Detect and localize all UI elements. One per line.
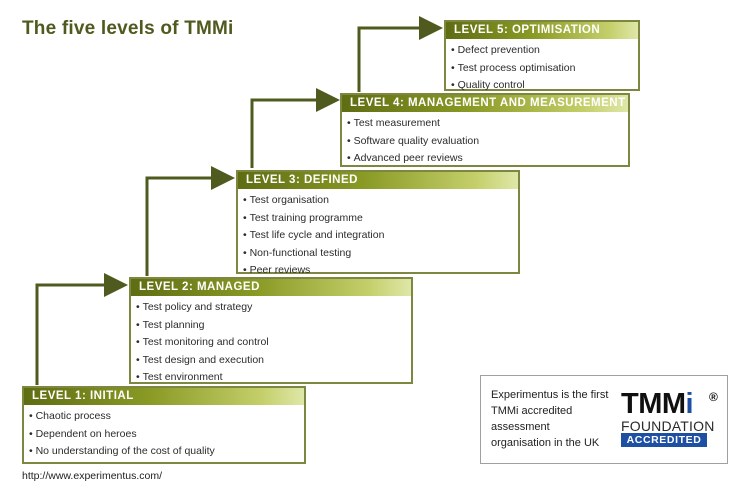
level-2-item: Test monitoring and control <box>136 334 411 352</box>
arrow-level3-to-level4 <box>250 88 340 168</box>
level-3-item: Test organisation <box>243 192 518 210</box>
level-2-header: LEVEL 2: MANAGED <box>131 279 411 296</box>
level-2-item: Test planning <box>136 317 411 335</box>
level-3-item: Test life cycle and integration <box>243 227 518 245</box>
level-4-item: Advanced peer reviews <box>347 150 628 168</box>
level-4-item: Test measurement <box>347 115 628 133</box>
level-5-box: LEVEL 5: OPTIMISATION Defect prevention … <box>444 20 640 91</box>
level-5-header: LEVEL 5: OPTIMISATION <box>446 22 638 39</box>
level-4-item: Software quality evaluation <box>347 133 628 151</box>
level-1-item: No understanding of the cost of quality <box>29 443 304 461</box>
level-3-box: LEVEL 3: DEFINED Test organisation Test … <box>236 170 520 276</box>
logo-accredited-badge: ACCREDITED <box>621 433 707 447</box>
accreditation-text: Experimentus is the first TMMi accredite… <box>491 389 609 449</box>
arrow-level1-to-level2 <box>35 273 128 385</box>
page-title: The five levels of TMMi <box>22 18 234 39</box>
tmmi-foundation-logo: TMMi ® FOUNDATION ACCREDITED <box>621 388 721 452</box>
level-3-item: Test training programme <box>243 210 518 228</box>
level-3-item: Non-functional testing <box>243 245 518 263</box>
logo-foundation-text: FOUNDATION <box>621 418 715 434</box>
source-url: http://www.experimentus.com/ <box>22 470 163 482</box>
arrow-level4-to-level5 <box>357 16 443 92</box>
level-3-item: Peer reviews <box>243 262 518 280</box>
arrow-level2-to-level3 <box>145 166 235 276</box>
level-4-header: LEVEL 4: MANAGEMENT AND MEASUREMENT <box>342 95 628 112</box>
level-1-item: Chaotic process <box>29 408 304 426</box>
registered-mark: ® <box>709 390 718 404</box>
logo-wordmark: TMMi <box>621 388 694 421</box>
level-5-item: Defect prevention <box>451 42 638 60</box>
accreditation-box: Experimentus is the first TMMi accredite… <box>480 375 728 464</box>
level-5-item: Quality control <box>451 77 638 95</box>
level-5-item: Test process optimisation <box>451 60 638 78</box>
level-1-header: LEVEL 1: INITIAL <box>24 388 304 405</box>
level-2-box: LEVEL 2: MANAGED Test policy and strateg… <box>129 277 413 384</box>
level-4-box: LEVEL 4: MANAGEMENT AND MEASUREMENT Test… <box>340 93 630 167</box>
level-1-box: LEVEL 1: INITIAL Chaotic process Depende… <box>22 386 306 464</box>
level-3-header: LEVEL 3: DEFINED <box>238 172 518 189</box>
level-1-item: Dependent on heroes <box>29 426 304 444</box>
level-2-item: Test environment <box>136 369 411 387</box>
logo-i: i <box>685 388 694 420</box>
logo-main: TMM <box>621 388 686 420</box>
level-2-item: Test design and execution <box>136 352 411 370</box>
level-2-item: Test policy and strategy <box>136 299 411 317</box>
